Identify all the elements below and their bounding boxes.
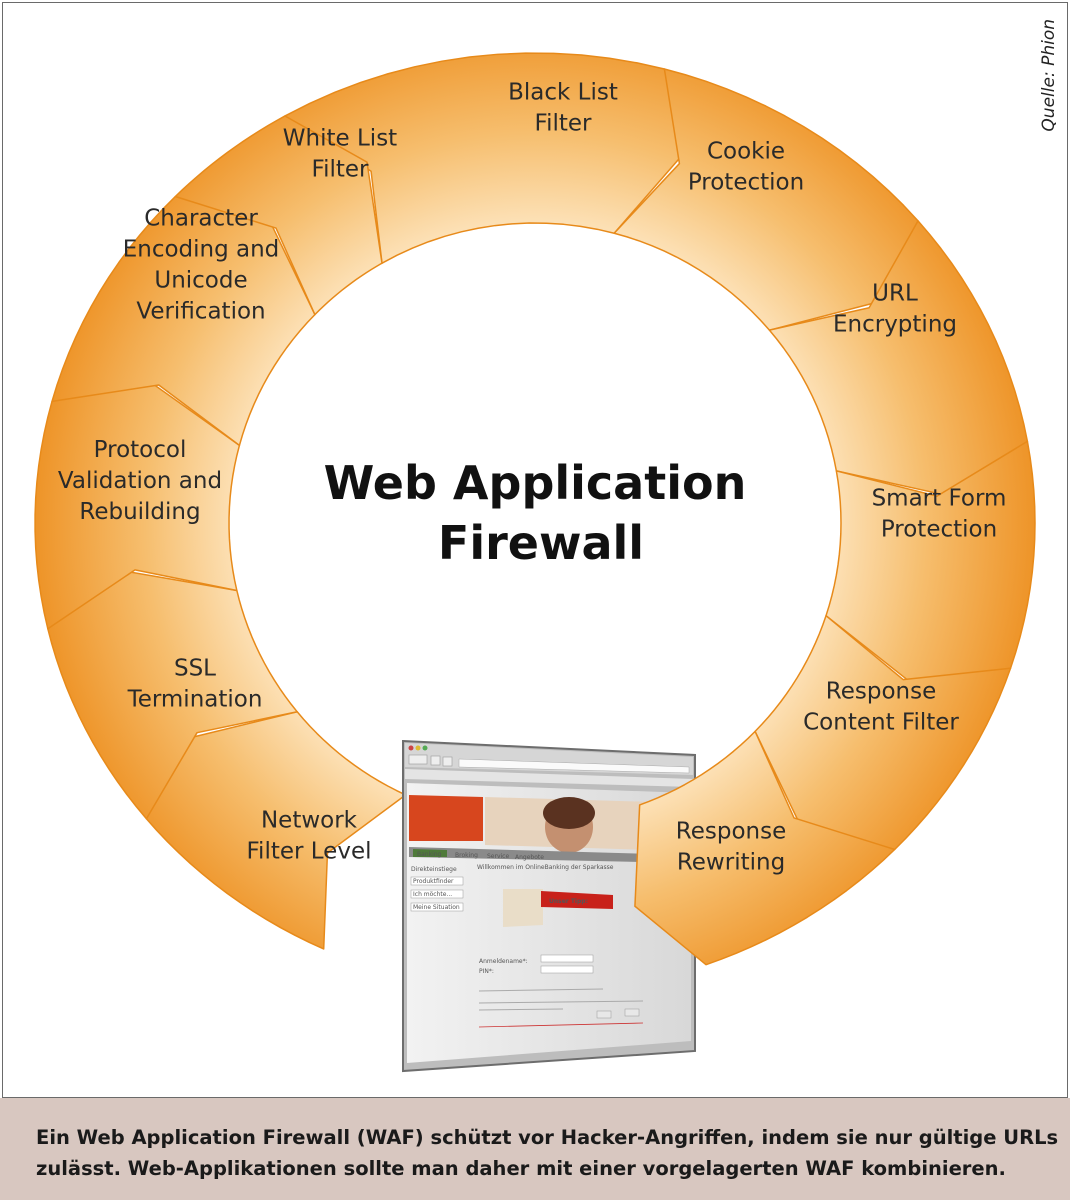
teaser-banner-text: Unser Tipp: [549,898,588,905]
label-network-filter-level-line-2: Filter Level [247,839,372,865]
reload-button [430,755,441,766]
home-button [442,756,453,767]
content-line-3 [478,1008,564,1011]
content-divider [478,1022,644,1028]
sidebar-select-label-3: Meine Situation [413,904,460,911]
sidebar-title: Direkteinstiege [411,866,457,873]
ring-front-layer [634,730,896,966]
content-line-2 [478,1000,644,1004]
caption-line-2: zulässt. Web-Applikationen sollte man da… [36,1157,1006,1180]
sidebar-select-label-2: Ich möchte... [413,891,452,898]
window-close-dot [408,745,414,751]
label-url-encrypting: URL Encrypting [833,281,957,338]
label-response-content-filter-line-1: Response [826,679,936,705]
label-protocol-validation-line-3: Rebuilding [79,499,200,525]
caption-line-1: Ein Web Application Firewall (WAF) schüt… [36,1126,1059,1149]
label-white-list-filter-line-2: Filter [312,157,370,183]
page-headline: Willkommen im OnlineBanking der Sparkass… [477,864,614,871]
segment-white-list-filter [174,115,383,316]
nav-tab-bar [409,847,689,863]
login-button [596,1010,612,1019]
teaser-banner [541,891,613,909]
login-input-name [540,954,594,963]
label-cookie-protection-line-1: Cookie [707,139,785,165]
content-line-1 [478,988,604,992]
figure-caption: Ein Web Application Firewall (WAF) schüt… [0,1098,1070,1200]
label-ssl-termination-line-1: SSL [174,656,216,682]
label-url-encrypting-line-1: URL [872,281,918,307]
browser-window-mockup: Banking Broking Service Angebote Direkte… [402,739,696,1073]
center-title-line-2: Firewall [438,516,644,570]
label-character-encoding-line-4: Verification [136,299,265,325]
bookmarks-bar [405,769,693,787]
label-network-filter-level-line-1: Network [261,808,358,834]
window-min-dot [415,745,421,751]
segment-response-rewriting [634,730,896,966]
center-title-line-1: Web Application [324,456,747,510]
label-ssl-termination: SSL Termination [127,656,263,713]
label-url-encrypting-line-2: Encrypting [833,312,957,338]
sidebar-select-1 [410,876,464,886]
photo-hair [543,797,595,829]
label-smart-form-protection-line-2: Protection [881,517,997,543]
teaser-image [503,889,543,927]
label-character-encoding-line-2: Encoding and [123,237,280,263]
login-input-pin [540,965,594,974]
label-character-encoding-line-3: Unicode [154,268,247,294]
submit-button [624,1008,640,1017]
nav-tab-service: Service [487,853,509,860]
sidebar-select-2 [410,889,464,899]
login-field-label-name: Anmeldename*: [479,958,528,965]
label-protocol-validation-line-2: Validation and [58,468,222,494]
nav-tab-active [413,849,447,857]
login-field-label-pin: PIN*: [479,968,494,975]
sidebar-select-label-1: Produktfinder [413,878,454,885]
sidebar-select-3 [410,902,464,912]
label-protocol-validation-line-1: Protocol [94,437,187,463]
label-smart-form-protection-line-1: Smart Form [872,486,1007,512]
nav-tab-angebote: Angebote [515,854,544,861]
nav-tab-broking: Broking [455,852,478,859]
header-red-block [409,795,483,841]
source-credit: Quelle: Phion [1039,19,1059,132]
address-bar [458,758,690,774]
label-black-list-filter-line-1: Black List [508,80,618,106]
window-max-dot [422,745,428,751]
label-cookie-protection-line-2: Protection [688,170,804,196]
back-button [408,754,428,765]
ring-segments [34,52,1036,950]
label-black-list-filter-line-2: Filter [535,111,593,137]
label-character-encoding-line-1: Character [144,206,258,232]
label-response-content-filter-line-2: Content Filter [803,710,959,736]
label-response-rewriting-line-1: Response [676,819,786,845]
label-response-rewriting-line-2: Rewriting [677,850,785,876]
label-ssl-termination-line-2: Termination [127,687,263,713]
label-white-list-filter-line-1: White List [283,126,397,152]
nav-tab-banking: Banking [417,851,442,858]
